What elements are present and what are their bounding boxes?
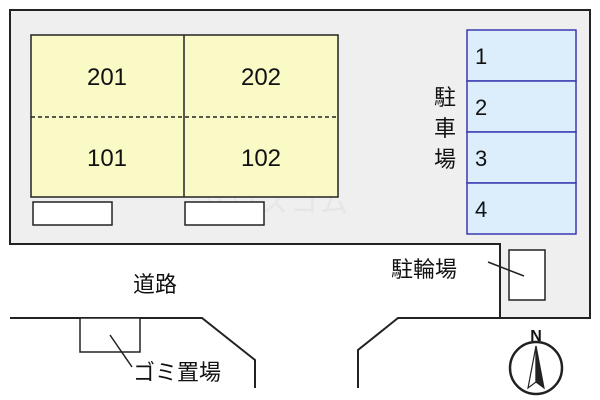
parking-label: 駐 車 場 — [434, 86, 456, 173]
building: 201 202 101 102 — [30, 34, 339, 198]
parking-slot-1 — [466, 29, 577, 82]
parking-slot-4 — [466, 182, 577, 235]
entrance-step-right — [184, 201, 265, 226]
unit-201-label: 201 — [87, 64, 127, 91]
bicycle-parking-box — [508, 249, 546, 301]
road-edge-right — [357, 317, 500, 388]
bicycle-parking-label: 駐輪場 — [391, 258, 457, 283]
parking-slot-3-label: 3 — [475, 146, 487, 171]
parking-slot-4-label: 4 — [475, 197, 487, 222]
compass-n-label: N — [530, 328, 542, 345]
parking-area: 1 2 3 4 — [466, 29, 577, 235]
svg-text:場: 場 — [434, 148, 456, 173]
svg-text:駐: 駐 — [434, 86, 456, 111]
parking-slot-2-label: 2 — [475, 95, 487, 120]
garbage-area-label: ゴミ置場 — [133, 361, 221, 386]
unit-102-label: 102 — [241, 145, 281, 172]
unit-101-label: 101 — [87, 145, 127, 172]
bicycle-parking-leader — [487, 261, 525, 277]
road-label: 道路 — [133, 273, 177, 298]
parking-slot-1-label: 1 — [475, 44, 487, 69]
svg-text:車: 車 — [434, 117, 456, 142]
entrance-step-left — [32, 201, 113, 226]
north-compass-icon: N — [508, 328, 564, 396]
unit-202-label: 202 — [241, 64, 281, 91]
garbage-area-leader — [109, 334, 133, 368]
